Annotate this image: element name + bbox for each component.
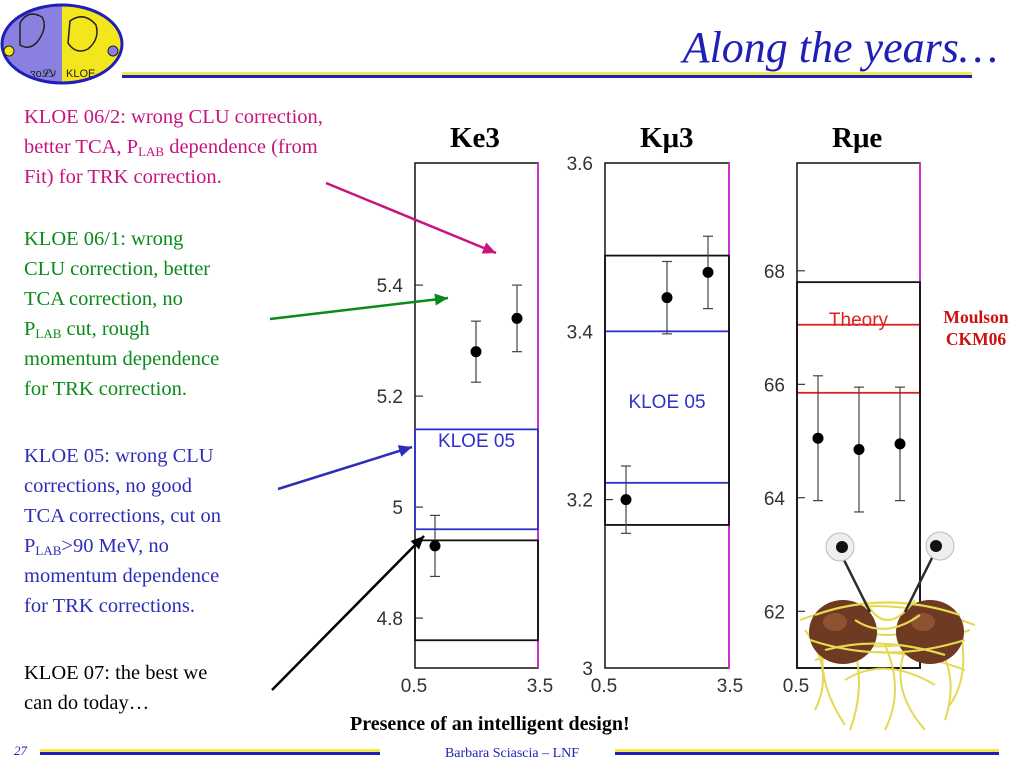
x-tick-label: 3.5 [717, 676, 743, 697]
rmue-mu: μ [852, 122, 870, 154]
chart-frame [604, 162, 730, 669]
arrow-kloe07-head [410, 536, 424, 550]
data-point [894, 438, 906, 450]
arrow-kloe061 [269, 296, 449, 321]
band-label: Theory [829, 310, 889, 331]
note-line: can do today… [24, 692, 150, 714]
band [414, 539, 539, 642]
kmu3-mu: μ [662, 122, 680, 154]
header-rule [122, 72, 972, 78]
note-line: PLAB cut, rough [24, 318, 150, 341]
page-number: 27 [14, 743, 27, 758]
y-tick-label: 3 [582, 659, 593, 680]
y-tick-label: 5 [392, 498, 403, 519]
footer-rule-left [40, 749, 380, 755]
slide-caption: Presence of an intelligent design! [350, 713, 630, 735]
note-line: KLOE 07: the best we [24, 662, 208, 684]
band [796, 323, 921, 394]
data-point [853, 444, 865, 456]
panel-title-rmue: Rμe [832, 122, 882, 155]
note-line: for TRK correction. [24, 378, 187, 400]
arrow-kloe05 [277, 445, 413, 491]
arrow-kloe05-head [397, 445, 412, 457]
note-kloe07: KLOE 07: the best we can do today… [24, 658, 284, 718]
chart-frame [414, 162, 539, 669]
y-tick-label: 5.4 [377, 276, 404, 297]
arrow-kloe07 [271, 535, 425, 691]
svg-text:KLOE: KLOE [66, 68, 95, 80]
panel-title-kmu3: Kμ3 [640, 122, 694, 155]
y-tick-label: 4.8 [377, 609, 403, 630]
note-line: corrections, no good [24, 475, 192, 497]
data-point [429, 540, 441, 552]
note-line: Fit) for TRK correction. [24, 166, 222, 188]
data-point [470, 346, 482, 358]
note-kloe062: KLOE 06/2: wrong CLU correction, better T… [24, 102, 404, 192]
note-line: TCA correction, no [24, 288, 183, 310]
y-tick-label: 62 [764, 602, 785, 623]
note-line: momentum dependence [24, 565, 220, 587]
moulson-line-2: CKM06 [945, 329, 1007, 349]
note-line: for TRK corrections. [24, 595, 195, 617]
y-tick-label: 64 [764, 489, 786, 510]
data-point [620, 494, 632, 506]
slide-title: Along the years… [682, 23, 998, 72]
arrow-kloe062 [325, 181, 497, 255]
x-tick-label: 0.5 [783, 676, 809, 697]
note-line: KLOE 05: wrong CLU [24, 445, 214, 467]
data-point [812, 432, 824, 444]
y-tick-label: 3.4 [567, 322, 594, 343]
moulson-line-1: Moulson [943, 307, 1009, 327]
note-line: CLU correction, better [24, 258, 211, 280]
footer-author: Barbara Sciascia – LNF [444, 746, 580, 761]
x-tick-label: 0.5 [401, 676, 427, 697]
data-point [511, 312, 523, 324]
x-tick-label: 0.5 [591, 676, 617, 697]
band [604, 254, 730, 526]
band [414, 428, 539, 531]
rmue-e: e [869, 122, 883, 154]
y-tick-label: 3.2 [567, 491, 593, 512]
kmu3-3: 3 [679, 122, 694, 154]
note-line: TCA corrections, cut on [24, 505, 221, 527]
y-tick-label: 66 [764, 375, 785, 396]
note-line: momentum dependence [24, 348, 220, 370]
svg-text:ჳo𝓛ע: ჳo𝓛ע [30, 67, 56, 80]
data-point [661, 292, 673, 304]
x-tick-label: 3.5 [527, 676, 553, 697]
arrow-kloe061-head [434, 293, 448, 306]
spaghetti-monster-image [799, 531, 976, 731]
y-tick-label: 68 [764, 262, 785, 283]
moulson-label: Moulson CKM06 [928, 306, 1024, 350]
note-line: KLOE 06/1: wrong [24, 228, 184, 250]
kloe-logo: ჳo𝓛ע KLOE [0, 3, 124, 85]
data-point [702, 266, 714, 278]
footer-rule-right [615, 749, 999, 755]
panel-title-ke3: Ke3 [450, 122, 500, 154]
y-tick-label: 3.6 [567, 154, 593, 175]
band-label: KLOE 05 [628, 392, 705, 413]
note-line: PLAB>90 MeV, no [24, 535, 169, 558]
arrow-kloe062-head [481, 242, 496, 254]
note-line: better TCA, PLAB dependence (from [24, 136, 318, 159]
y-tick-label: 5.2 [377, 387, 403, 408]
note-line: KLOE 06/2: wrong CLU correction, [24, 106, 323, 128]
band-label: KLOE 05 [438, 431, 515, 452]
rmue-r: R [832, 122, 853, 154]
kmu3-k: K [640, 122, 663, 154]
